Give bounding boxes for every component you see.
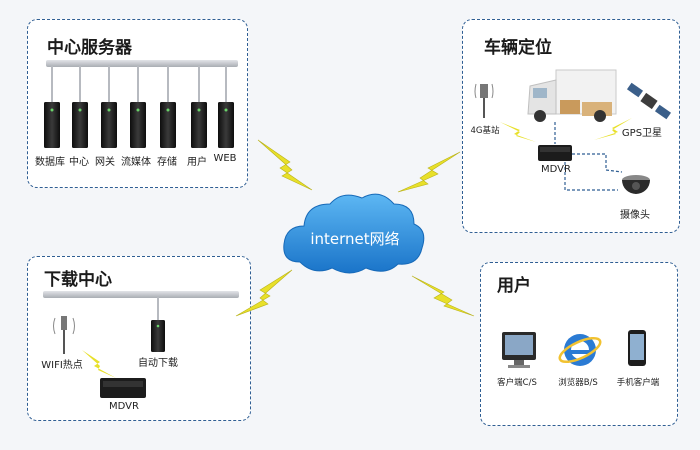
mdvr-label: MDVR: [109, 401, 139, 412]
user-panel-title: 用户: [497, 276, 531, 296]
cell-tower-icon: [474, 83, 494, 118]
server-label: WEB: [213, 153, 237, 164]
satellite-icon: [626, 82, 672, 120]
server-rail: [46, 60, 238, 102]
server-label: 网关: [95, 157, 115, 168]
camera-label: 摄像头: [620, 210, 650, 221]
auto-download-label: 自动下载: [138, 358, 178, 369]
server-label: 存储: [157, 157, 177, 168]
bolt-top-right: [397, 151, 461, 193]
gps-label: GPS卫星: [621, 128, 663, 139]
wifi-antenna-icon: [53, 316, 75, 354]
server-icon: [191, 102, 207, 148]
client-cs-label: 客户端C/S: [497, 378, 537, 388]
internet-label: internet网络: [310, 230, 400, 248]
bolt-bottom-left: [235, 269, 293, 317]
download-panel-title: 下载中心: [44, 270, 112, 290]
dome-camera-icon: [622, 175, 650, 194]
server-icon: [218, 102, 234, 148]
base-station-label: 4G基站: [470, 126, 500, 136]
server-icon: [130, 102, 146, 148]
server-label: 中心: [69, 157, 89, 168]
server-panel-title: 中心服务器: [47, 38, 132, 58]
mobile-client-label: 手机客户端: [616, 378, 660, 388]
truck-icon: [527, 69, 617, 122]
mobile-phone-icon: [628, 330, 646, 366]
mdvr-device-icon: [538, 145, 572, 161]
vehicle-panel-title: 车辆定位: [484, 38, 552, 58]
browser-ie-icon: [558, 334, 602, 366]
server-icon: [101, 102, 117, 148]
server-label: 用户: [187, 157, 207, 168]
server-label: 流媒体: [121, 157, 151, 168]
vehicle-panel: [462, 19, 680, 233]
monitor-icon: [502, 332, 536, 368]
mdvr-device-icon: [100, 378, 146, 398]
server-label: 数据库: [35, 157, 65, 168]
server-icon: [160, 102, 176, 148]
browser-bs-label: 浏览器B/S: [558, 378, 598, 388]
download-rail: [43, 291, 239, 320]
wifi-label: WIFI热点: [41, 360, 83, 371]
server-icons: [44, 102, 234, 148]
mdvr-label: MDVR: [541, 164, 571, 175]
bolt-top-left: [257, 139, 313, 191]
bolt-bottom-right: [411, 275, 475, 317]
server-icon: [72, 102, 88, 148]
internet-cloud: [283, 193, 425, 274]
server-icon: [44, 102, 60, 148]
download-server-icon: [151, 320, 165, 352]
